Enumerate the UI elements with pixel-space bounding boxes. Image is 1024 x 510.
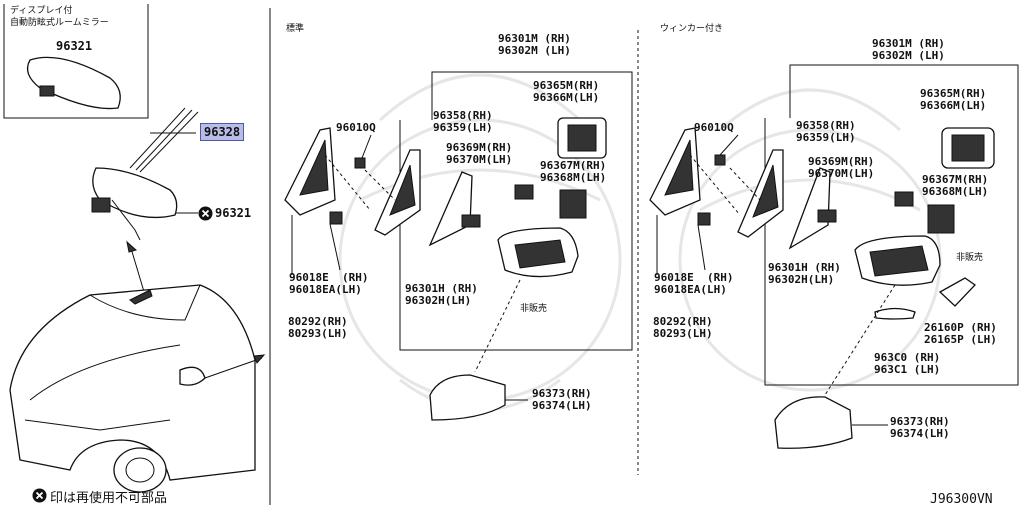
wk-label-96367M: 96367M(RH) 96368M(LH) [922,173,989,198]
std-label-80292: 80292(RH) 80293(LH) [288,315,348,340]
wk-label-26160P: 26160P (RH) 26165P (LH) [924,321,997,346]
winker-frame [764,64,1019,386]
wk-label-96301M: 96301M (RH) 96302M (LH) [872,37,945,62]
inset-title-line2: 自動防眩式ルームミラー [10,18,109,28]
std-label-96301H: 96301H (RH) 96302H(LH) [405,282,478,307]
wk-label-96373: 96373(RH) 96374(LH) [890,415,950,440]
winker-parts [649,127,995,449]
standard-frame [399,71,633,351]
inset-title-line1: ディスプレイ付 [10,6,73,16]
winker-title: ウィンカー付き [660,24,724,34]
diagram-code: J96300VN [930,492,993,507]
wk-label-96358: 96358(RH) 96359(LH) [796,119,856,144]
wk-label-96369M: 96369M(RH) 96370M(LH) [808,155,875,180]
wk-label-963C0: 963C0 (RH) 963C1 (LH) [874,351,941,376]
std-label-96365M: 96365M(RH) 96366M(LH) [533,79,600,104]
inset-frame [3,4,149,119]
x-circle-icon [198,206,213,221]
footer-note-text: 印は再使用不可部品 [50,491,168,506]
x-circle-icon [32,488,47,503]
wk-label-96365M: 96365M(RH) 96366M(LH) [920,87,987,112]
x-mark-part-number: 96321 [215,206,252,220]
std-label-96358: 96358(RH) 96359(LH) [433,109,493,134]
inset-mirror [26,56,121,110]
std-label-96369M: 96369M(RH) 96370M(LH) [446,141,513,166]
wk-label-96018E: 96018E (RH) 96018EA(LH) [654,271,734,296]
inset-part-number: 96321 [56,39,93,53]
wk-label-not-sold: 非販売 [956,253,984,263]
highlight-part-number[interactable]: 96328 [200,123,245,141]
wk-label-80292: 80292(RH) 80293(LH) [653,315,713,340]
standard-title: 標準 [286,24,305,34]
std-label-96301M: 96301M (RH) 96302M (LH) [498,32,571,57]
standard-parts [284,117,607,421]
std-label-96018E: 96018E (RH) 96018EA(LH) [289,271,369,296]
std-label-96010Q: 96010Q [336,121,376,134]
std-label-96367M: 96367M(RH) 96368M(LH) [540,159,607,184]
std-label-96373: 96373(RH) 96374(LH) [532,387,592,412]
van-illustration [9,284,256,493]
room-mirror [91,107,199,241]
std-label-not-sold: 非販売 [520,304,548,314]
wk-label-96301H: 96301H (RH) 96302H(LH) [768,261,841,286]
wk-label-96010Q: 96010Q [694,121,734,134]
